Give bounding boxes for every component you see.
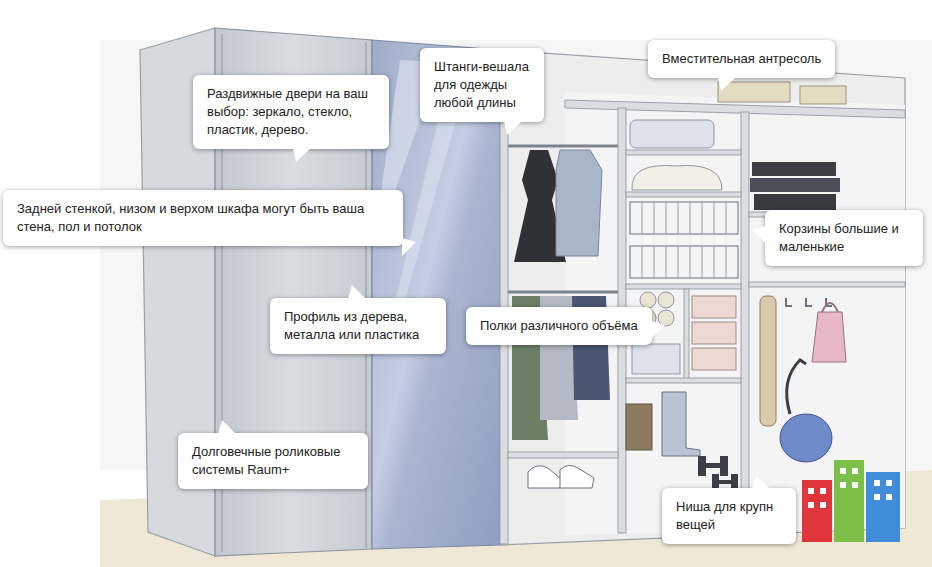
callout-bubble: Вместительная антресоль xyxy=(648,40,835,78)
callout-text: Долговечные роликовые системы Raum+ xyxy=(192,443,354,479)
bubble-tail-shape xyxy=(752,475,770,489)
boot xyxy=(662,392,700,456)
blanket xyxy=(630,120,714,148)
shirt xyxy=(556,150,602,256)
rolled-mat xyxy=(760,296,776,426)
bubble-tail xyxy=(718,77,736,91)
clothes-rail xyxy=(508,145,618,148)
callout-bubble: Раздвижные двери на ваш выбор: зеркало, … xyxy=(193,75,389,149)
shelf xyxy=(626,378,741,383)
callout-bubble: Полки различного объёма xyxy=(466,307,652,345)
pillow xyxy=(632,166,722,191)
shoe-shelf xyxy=(508,452,618,458)
callout-bubble: Ниша для крупн вещей xyxy=(662,488,796,544)
divider xyxy=(684,289,689,379)
wire-basket xyxy=(630,202,738,234)
clothes-rail xyxy=(508,291,618,294)
suitcase xyxy=(752,162,836,176)
bubble-tail-shape xyxy=(718,77,736,91)
shelf xyxy=(626,150,741,155)
callout-bubble: Долговечные роликовые системы Raum+ xyxy=(178,433,368,489)
towel-roll xyxy=(658,292,674,308)
basket-wires xyxy=(642,246,726,278)
shelf xyxy=(749,282,905,287)
bubble-tail xyxy=(651,321,665,339)
towel-roll xyxy=(658,310,674,326)
shelf xyxy=(626,284,741,289)
bubble-tail xyxy=(402,238,416,256)
suitcase xyxy=(754,194,836,210)
wire-basket xyxy=(630,246,738,278)
bubble-tail xyxy=(293,148,311,162)
folded-clothes xyxy=(632,344,680,374)
callout-bubble: Задней стенкой, низом и верхом шкафа мог… xyxy=(3,190,403,246)
callout-text: Раздвижные двери на ваш выбор: зеркало, … xyxy=(207,85,375,139)
bubble-tail-shape xyxy=(651,321,665,339)
drawer-box xyxy=(692,348,736,370)
wardrobe-interior xyxy=(500,50,905,545)
bubble-tail-shape xyxy=(752,226,766,244)
bubble-tail xyxy=(348,285,366,299)
callout-text: Ниша для крупн вещей xyxy=(676,498,782,534)
shelf xyxy=(626,192,741,197)
callout-bubble: Штанги-вешала для одежды любой длины xyxy=(420,48,544,122)
bubble-tail xyxy=(752,226,766,244)
callout-text: Задней стенкой, низом и верхом шкафа мог… xyxy=(17,200,389,236)
storage-box xyxy=(800,86,846,104)
callout-text: Полки различного объёма xyxy=(480,317,638,335)
bubble-tail-shape xyxy=(218,420,236,434)
bubble-tail xyxy=(504,121,522,135)
towel-roll xyxy=(640,292,656,308)
sneaker xyxy=(560,465,594,488)
mezzanine-shelf xyxy=(565,100,905,118)
bubble-tail-shape xyxy=(504,121,522,135)
callout-text: Вместительная антресоль xyxy=(662,50,821,68)
vacuum-cleaner xyxy=(780,414,832,462)
callout-text: Штанги-вешала для одежды любой длины xyxy=(434,58,530,112)
logo xyxy=(802,460,900,542)
callout-bubble: Профиль из дерева, металла или пластика xyxy=(270,298,446,354)
bag xyxy=(812,312,846,362)
basket-wires xyxy=(642,202,726,234)
bubble-tail-shape xyxy=(293,148,311,162)
bag-handle xyxy=(822,303,838,312)
drawer-box xyxy=(692,322,736,344)
bubble-tail xyxy=(752,475,770,489)
bubble-tail xyxy=(218,420,236,434)
callout-bubble: Корзины большие и маленькие xyxy=(765,210,923,266)
bubble-tail-shape xyxy=(402,238,416,256)
suitcase xyxy=(750,178,840,192)
divider xyxy=(741,112,749,530)
callout-text: Корзины большие и маленькие xyxy=(779,220,909,256)
storage-box xyxy=(718,82,790,102)
drawer-box xyxy=(692,296,736,318)
vacuum-hose xyxy=(787,360,806,414)
sneaker xyxy=(528,466,562,488)
dumbbells xyxy=(698,456,738,490)
callout-text: Профиль из дерева, металла или пластика xyxy=(284,308,432,344)
bubble-tail-shape xyxy=(348,285,366,299)
box xyxy=(626,404,652,450)
